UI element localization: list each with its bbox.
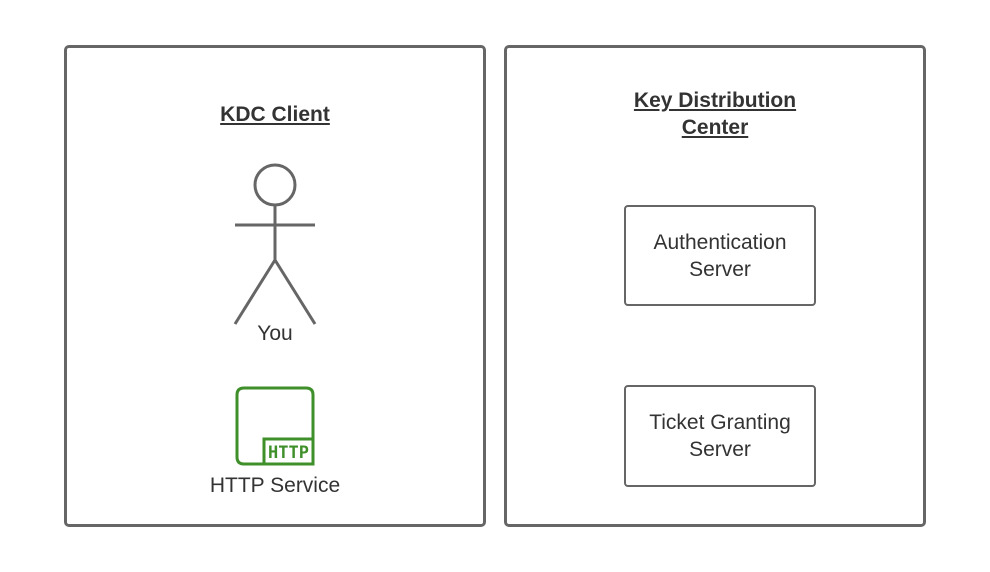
actor-icon xyxy=(233,163,317,325)
server-label-line2: Server xyxy=(689,257,751,281)
kdc-panel xyxy=(504,45,926,527)
kdc-title-line2: Center xyxy=(681,116,749,139)
http-service-icon xyxy=(235,386,315,466)
server-label-line1: Ticket Granting xyxy=(649,411,791,434)
server-label-line1: Authentication xyxy=(653,230,787,254)
kdc-title-line1: Key Distribution xyxy=(633,89,797,112)
kdc-title: Key Distribution Center xyxy=(504,87,926,141)
http-icon-text: HTTP xyxy=(268,443,309,463)
http-service-label: HTTP Service xyxy=(209,474,341,497)
actor-label: You xyxy=(257,322,293,345)
server-label-line2: Server xyxy=(689,438,751,461)
kdc-client-title: KDC Client xyxy=(220,103,330,126)
